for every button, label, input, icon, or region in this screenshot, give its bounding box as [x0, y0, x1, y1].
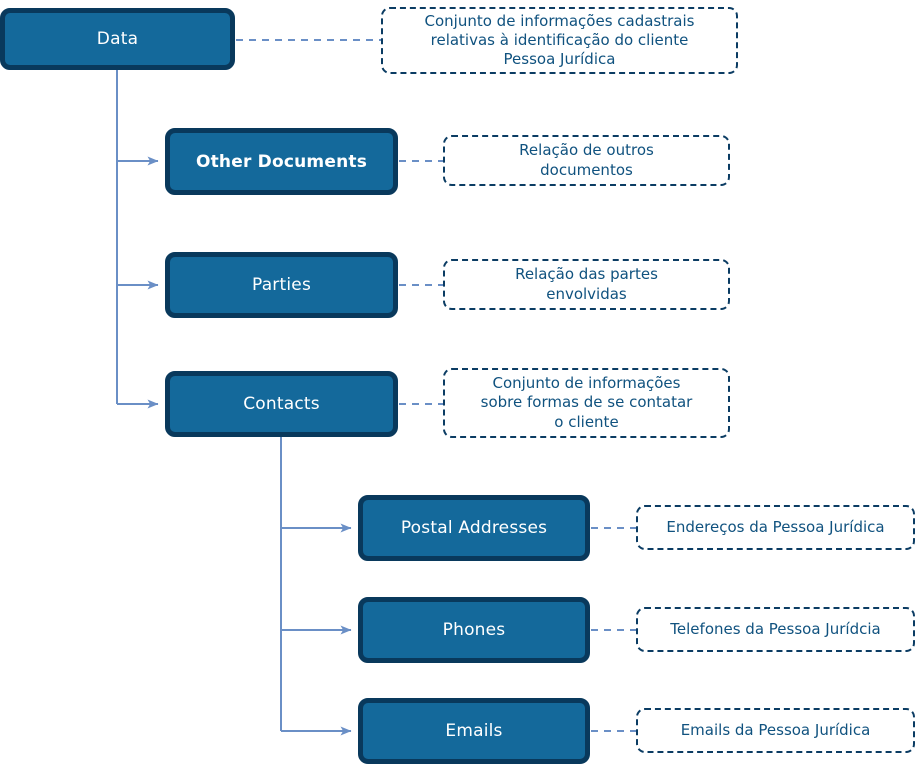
node-label-parties: Parties	[252, 275, 311, 295]
node-label-phones: Phones	[442, 620, 506, 640]
node-data[interactable]: Data	[0, 8, 235, 70]
note-postal-addresses: Endereços da Pessoa Jurídica	[636, 505, 915, 550]
node-other-documents[interactable]: Other Documents	[165, 128, 398, 195]
note-emails: Emails da Pessoa Jurídica	[636, 708, 915, 753]
node-phones[interactable]: Phones	[358, 597, 590, 663]
note-text-data: Conjunto de informações cadastrais relat…	[424, 11, 695, 69]
note-data: Conjunto de informações cadastrais relat…	[381, 7, 738, 74]
note-phones: Telefones da Pessoa Jurídcia	[636, 607, 915, 652]
node-emails[interactable]: Emails	[358, 698, 590, 764]
node-label-other-documents: Other Documents	[195, 151, 368, 172]
note-text-other-documents: Relação de outros documentos	[519, 141, 654, 179]
note-parties: Relação das partes envolvidas	[443, 259, 730, 310]
note-text-phones: Telefones da Pessoa Jurídcia	[670, 619, 881, 638]
note-contacts: Conjunto de informações sobre formas de …	[443, 368, 730, 438]
note-text-contacts: Conjunto de informações sobre formas de …	[480, 374, 693, 431]
node-postal-addresses[interactable]: Postal Addresses	[358, 495, 590, 561]
note-text-parties: Relação das partes envolvidas	[515, 265, 658, 303]
node-label-postal-addresses: Postal Addresses	[400, 518, 548, 538]
note-text-postal-addresses: Endereços da Pessoa Jurídica	[666, 517, 885, 536]
note-other-documents: Relação de outros documentos	[443, 135, 730, 186]
node-label-data: Data	[96, 29, 139, 49]
node-label-contacts: Contacts	[243, 394, 320, 414]
node-label-emails: Emails	[445, 721, 503, 741]
node-parties[interactable]: Parties	[165, 252, 398, 318]
node-contacts[interactable]: Contacts	[165, 371, 398, 437]
note-text-emails: Emails da Pessoa Jurídica	[680, 720, 871, 739]
